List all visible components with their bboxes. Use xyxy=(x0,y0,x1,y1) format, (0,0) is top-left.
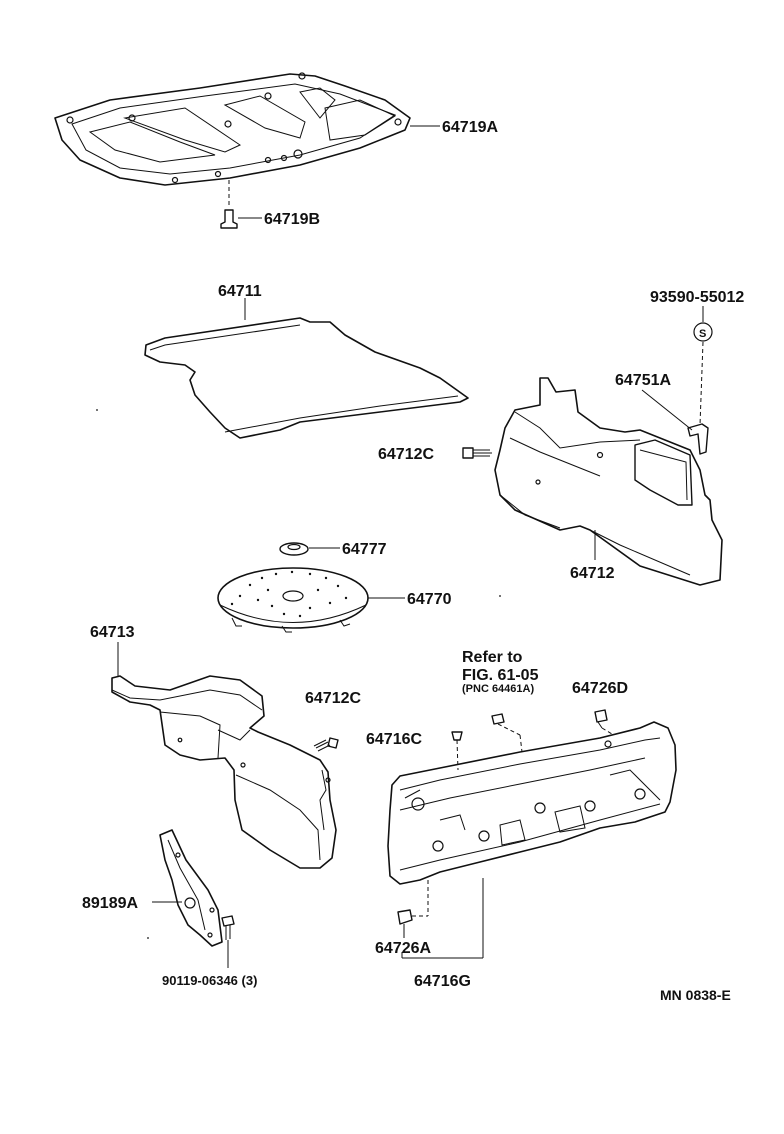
label-89189A: 89189A xyxy=(82,895,138,912)
hood-insulator-part xyxy=(54,72,411,186)
label-64777: 64777 xyxy=(342,541,387,558)
bracket-89189A xyxy=(159,829,223,947)
label-64719A: 64719A xyxy=(442,119,498,136)
s-mark: S xyxy=(699,328,706,340)
label-64726D: 64726D xyxy=(572,680,628,697)
rear-trim-part xyxy=(387,721,677,885)
clip-64719B xyxy=(220,180,238,229)
diagram-code: MN 0838-E xyxy=(660,987,731,1003)
label-64719B: 64719B xyxy=(264,211,320,228)
label-64713: 64713 xyxy=(90,624,135,641)
clip-64716C xyxy=(451,731,463,771)
label-64712C-top: 64712C xyxy=(378,446,434,463)
clip-64726D xyxy=(594,709,613,735)
label-64716C: 64716C xyxy=(366,731,422,748)
spacer-64777 xyxy=(279,542,309,556)
refer-note-line1: Refer to xyxy=(462,649,523,666)
label-64711: 64711 xyxy=(218,283,262,300)
label-64726A: 64726A xyxy=(375,940,431,957)
label-64712: 64712 xyxy=(570,565,615,582)
refer-note-line3: (PNC 64461A) xyxy=(462,683,534,695)
bracket-64751A xyxy=(687,423,709,455)
refer-note-line2: FIG. 61-05 xyxy=(462,667,539,684)
label-93590-55012: 93590-55012 xyxy=(650,289,744,306)
left-side-trim-part xyxy=(111,675,337,869)
label-90119-06346: 90119-06346 (3) xyxy=(162,973,257,988)
trunk-mat-part xyxy=(144,317,469,439)
s-mark-icon xyxy=(693,322,713,342)
label-64751A: 64751A xyxy=(615,372,671,389)
right-side-trim-part xyxy=(494,377,723,586)
clip-refer xyxy=(491,713,523,753)
screw-64712C-top xyxy=(462,447,492,459)
spare-cover-part xyxy=(217,567,369,633)
label-64770: 64770 xyxy=(407,591,452,608)
label-64716G: 64716G xyxy=(414,973,471,990)
label-64712C-mid: 64712C xyxy=(305,690,361,707)
screw-90119 xyxy=(221,915,235,940)
screw-64712C-mid xyxy=(313,737,339,752)
clip-64726A xyxy=(397,880,429,925)
